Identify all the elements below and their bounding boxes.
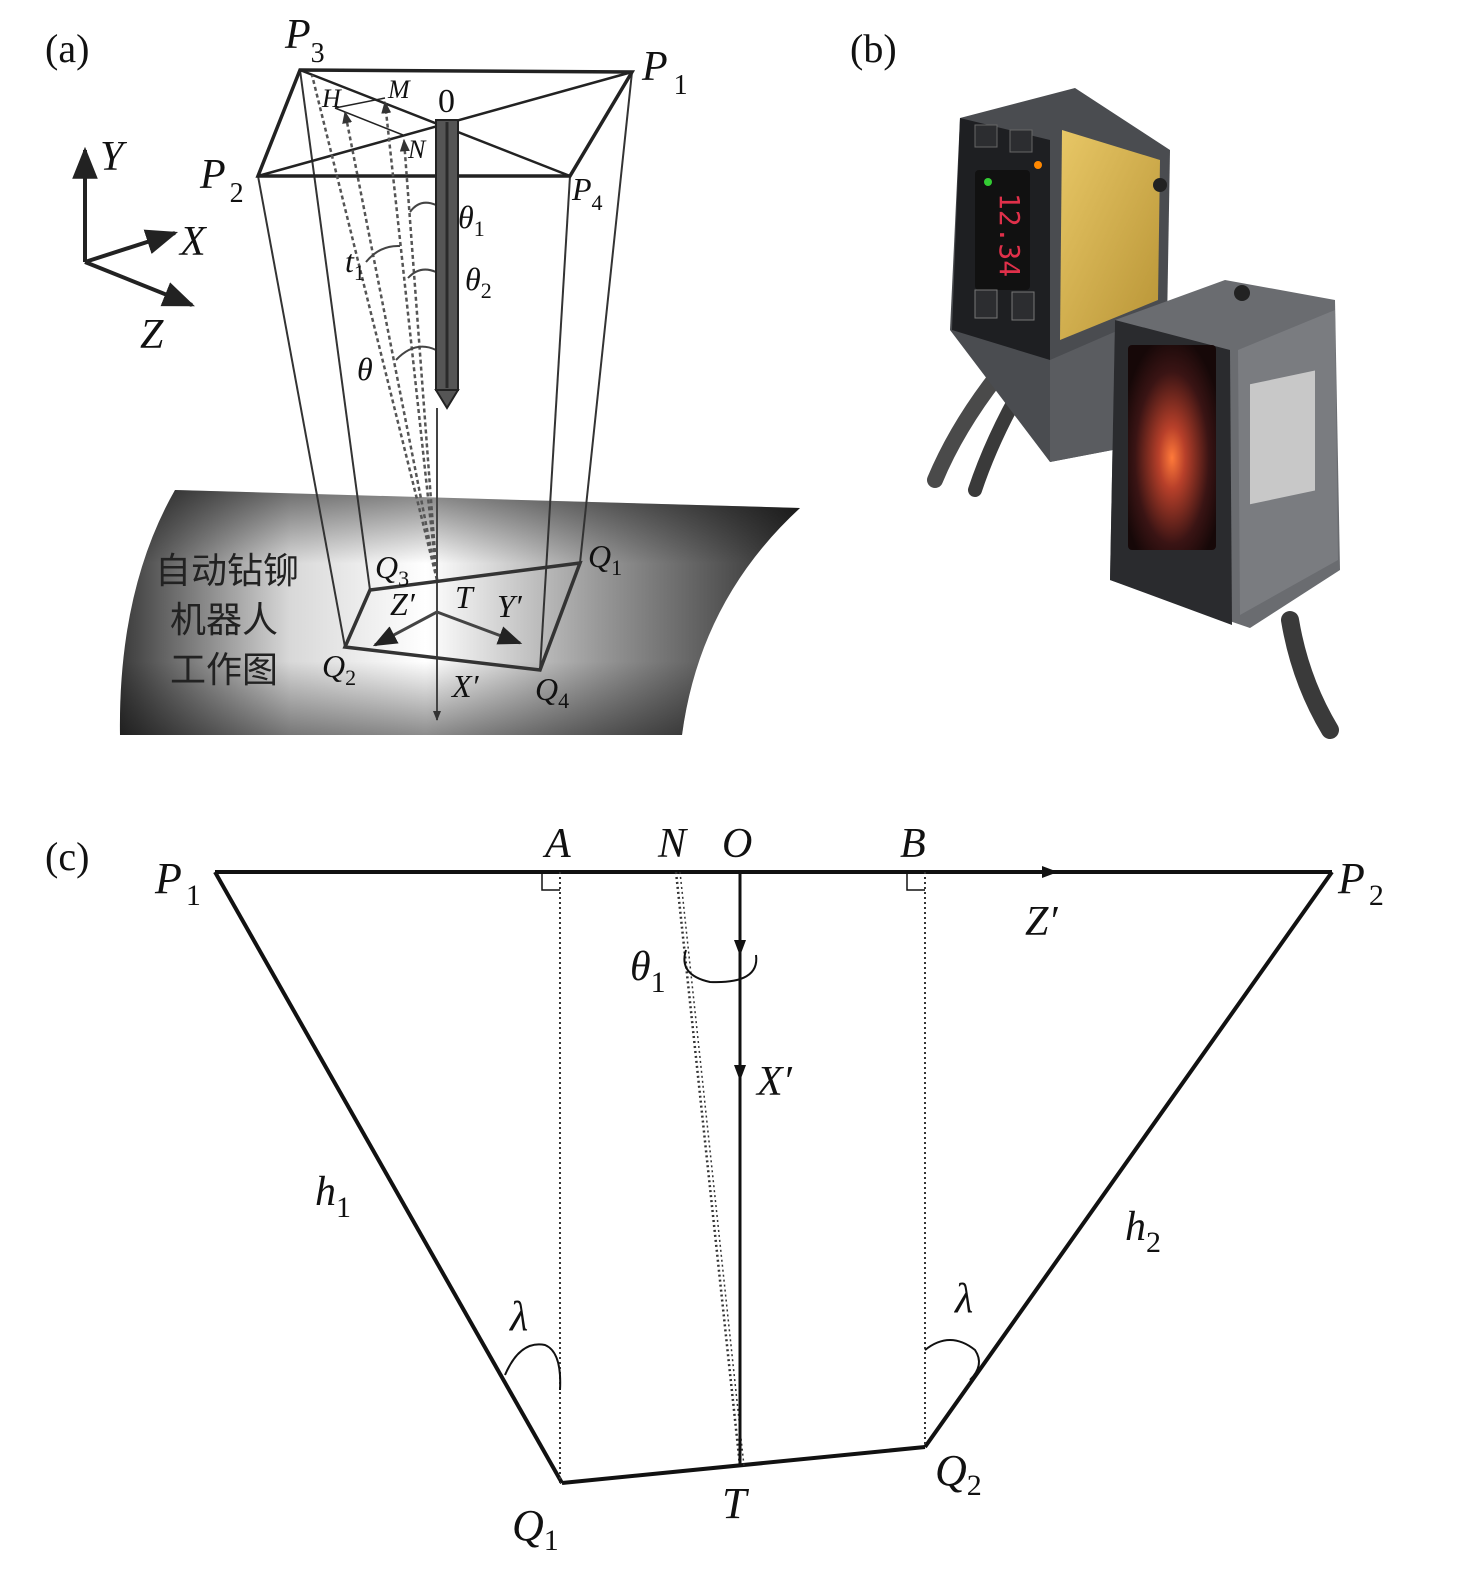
- point-q2-c: Q2: [935, 1446, 982, 1502]
- panel-a: (a) Y X Z: [45, 12, 801, 735]
- panel-label-c: (c): [45, 834, 89, 879]
- length-h2: h2: [1125, 1204, 1161, 1259]
- z-prime-arrow: [1042, 866, 1058, 878]
- panel-label-b: (b): [850, 26, 897, 71]
- point-q4: Q4: [535, 671, 569, 713]
- local-axes: [372, 610, 523, 647]
- angle-theta1: θ1: [458, 199, 485, 241]
- point-q2: Q2: [322, 648, 356, 690]
- angle-theta2: θ2: [465, 261, 492, 303]
- angle-arcs: [365, 201, 437, 361]
- workpiece-surface: [119, 490, 801, 735]
- angle-t1: t1: [345, 243, 365, 285]
- axis-x-label: X: [178, 219, 208, 265]
- point-m: M: [387, 75, 411, 104]
- theta1-arc: [683, 949, 758, 984]
- origin-label: 0: [438, 83, 455, 120]
- lambda-arc-left: [504, 1343, 562, 1391]
- axis-y-prime: Y′: [497, 588, 523, 624]
- angle-lambda-left: λ: [508, 1294, 528, 1340]
- perpendiculars: [559, 871, 926, 1483]
- laser-beams: [310, 74, 439, 581]
- axis-x-prime-c: X′: [755, 1059, 793, 1105]
- arrow-mark: [734, 940, 746, 956]
- point-o: O: [722, 821, 752, 867]
- sensor-display: 12.34: [993, 193, 1026, 277]
- length-h1: h1: [315, 1169, 351, 1224]
- drill-probe: [433, 119, 460, 721]
- point-a: A: [542, 821, 571, 867]
- axis-y-label: Y: [100, 134, 128, 180]
- axis-z-prime: Z′: [390, 586, 416, 622]
- x-prime-arrow: [734, 1065, 746, 1081]
- point-t-c: T: [722, 1479, 750, 1528]
- point-b: B: [900, 821, 926, 867]
- point-h: H: [321, 84, 342, 113]
- point-q1-c: Q1: [512, 1501, 559, 1557]
- laser-sensor-photo: 12.34: [927, 88, 1340, 739]
- caption-line-1: 自动钻铆: [155, 551, 299, 592]
- trapezoid: [213, 870, 1334, 1485]
- sensor-frustum: [257, 69, 633, 671]
- point-n-c: N: [657, 821, 688, 867]
- panel-b: (b) 12.34: [850, 26, 1340, 739]
- angle-theta1-c: θ1: [630, 944, 666, 999]
- caption-line-2: 机器人: [170, 600, 278, 641]
- point-p4: P4: [571, 171, 603, 215]
- point-q3: Q3: [375, 549, 409, 591]
- point-p3: P3: [284, 12, 325, 69]
- angle-lambda-right: λ: [953, 1276, 973, 1322]
- right-angle-marks: [541, 872, 925, 891]
- panel-label-a: (a): [45, 26, 89, 71]
- axis-x-prime: X′: [450, 668, 480, 704]
- lambda-arc-right: [924, 1339, 980, 1381]
- point-t: T: [455, 579, 475, 615]
- point-n: N: [407, 135, 427, 164]
- point-q1: Q1: [588, 538, 622, 580]
- angle-theta: θ: [357, 351, 373, 387]
- caption-line-3: 工作图: [170, 650, 278, 691]
- target-plane: [342, 560, 583, 672]
- axis-z-label: Z: [140, 312, 164, 358]
- axis-z-prime-c: Z′: [1025, 899, 1058, 945]
- world-axes: [72, 146, 195, 307]
